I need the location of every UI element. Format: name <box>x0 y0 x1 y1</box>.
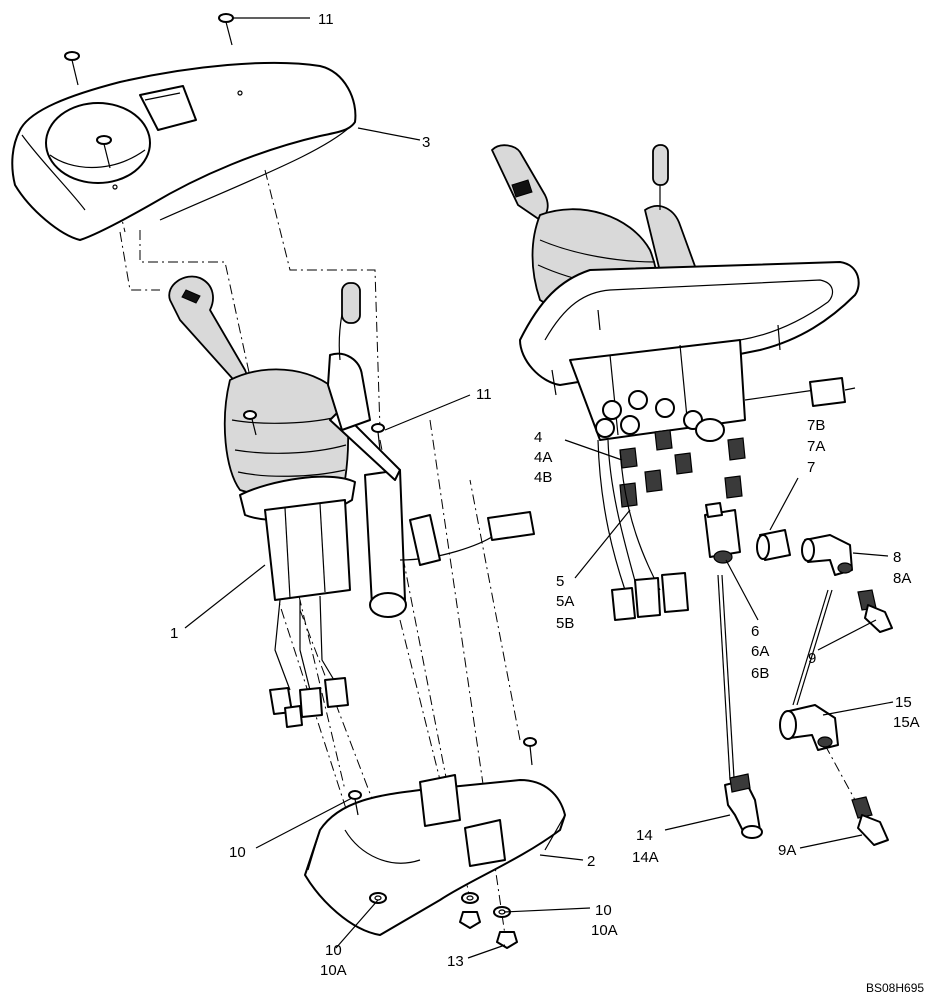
mounting-screw-icon <box>371 423 385 451</box>
callout-4b: 4B <box>534 469 552 486</box>
callout-4: 4 <box>534 429 542 446</box>
callout-9: 9 <box>808 650 816 667</box>
cover-screw-icon <box>218 13 234 46</box>
callout-7b: 7B <box>807 417 825 434</box>
fitting-14 <box>724 773 763 839</box>
callout-7: 7 <box>807 459 815 476</box>
boot-screw-icon <box>243 410 257 436</box>
cover-plate <box>11 61 357 241</box>
callout-10a-right: 10A <box>591 922 618 939</box>
drawing-id: BS08H695 <box>866 981 924 995</box>
callout-7a: 7A <box>807 438 825 455</box>
leader-lines <box>184 17 894 959</box>
callout-11-top: 11 <box>318 11 334 28</box>
washer-icon <box>461 892 479 904</box>
callout-10-right: 10 <box>595 902 612 919</box>
port-fittings <box>595 390 725 442</box>
callout-2: 2 <box>587 853 595 870</box>
callout-10a-lower: 10A <box>320 962 347 979</box>
fitting-7 <box>756 529 791 561</box>
callout-5: 5 <box>556 573 564 590</box>
callout-5b: 5B <box>556 615 574 632</box>
callout-13: 13 <box>447 953 464 970</box>
callout-15: 15 <box>895 694 912 711</box>
fitting-6 <box>704 502 741 564</box>
nut-icon <box>459 911 481 929</box>
callout-10-left: 10 <box>229 844 246 861</box>
callout-1: 1 <box>170 625 178 642</box>
callout-11-mid: 11 <box>476 386 492 403</box>
callout-14: 14 <box>636 827 653 844</box>
callout-10-lower: 10 <box>325 942 342 959</box>
callout-3: 3 <box>422 134 430 151</box>
callout-15a: 15A <box>893 714 920 731</box>
washer-icon <box>369 892 387 904</box>
fitting-9 <box>857 589 893 633</box>
right-joystick-assembly <box>491 144 860 621</box>
callout-4a: 4A <box>534 449 552 466</box>
left-joystick-assembly <box>168 275 535 728</box>
cover-screw-icon <box>96 135 112 169</box>
callout-8: 8 <box>893 549 901 566</box>
fitting-8 <box>801 534 853 576</box>
cover-screw-icon <box>64 51 80 86</box>
fitting-9a <box>851 796 889 846</box>
callout-9a: 9A <box>778 842 796 859</box>
fitting-15 <box>779 704 839 751</box>
callout-6b: 6B <box>751 665 769 682</box>
nut-icon <box>496 931 518 949</box>
callout-5a: 5A <box>556 593 574 610</box>
callout-labels: 11 3 11 1 10 2 10 10A 10 10A 13 4 4A 4B … <box>170 11 924 995</box>
callout-14a: 14A <box>632 849 659 866</box>
callout-6: 6 <box>751 623 759 640</box>
callout-6a: 6A <box>751 643 769 660</box>
callout-8a: 8A <box>893 570 911 587</box>
base-screw-icon <box>348 790 362 816</box>
base-screw-icon <box>523 737 537 766</box>
